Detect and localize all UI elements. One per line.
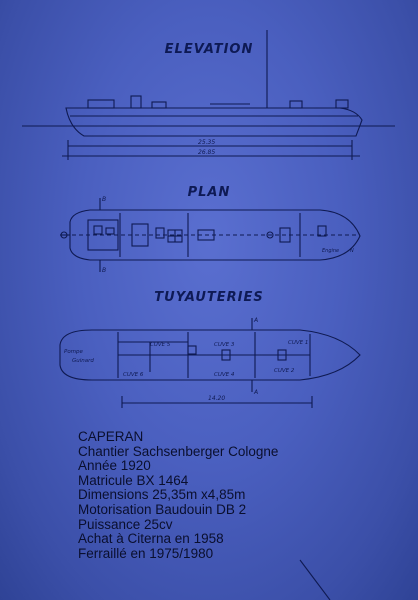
engine-part <box>105 227 115 235</box>
paper-crease <box>299 559 331 600</box>
plan-hull-outline <box>69 209 361 261</box>
tank-label-6: CUVE 6 <box>123 372 144 378</box>
section-label-a: A <box>253 317 258 324</box>
hatch-2 <box>155 227 165 239</box>
tank-label-5: CUVE 5 <box>150 342 171 348</box>
bow-hatch <box>317 225 327 237</box>
pump-label-line1: Pompe <box>64 349 84 355</box>
section-label-a-2: A <box>253 389 258 396</box>
valve <box>266 231 274 239</box>
deck-house-1 <box>130 95 142 109</box>
tank-label-2: CUVE 2 <box>274 368 295 374</box>
caption-scrapped: Ferraillé en 1975/1980 <box>78 545 214 561</box>
tuyauteries-heading: TUYAUTERIES <box>154 290 264 305</box>
pump-unit <box>197 229 215 241</box>
plan-drawing: B B Engine N <box>60 196 361 274</box>
hatch-3 <box>279 227 291 243</box>
plan-heading: PLAN <box>187 185 231 200</box>
north-label: N <box>350 248 354 254</box>
engine-label: Engine <box>322 248 339 254</box>
tuyauteries-drawing: Pompe Guinard CUVE 5 CUVE 6 CUVE 3 CUVE … <box>59 317 361 408</box>
deck-house-2 <box>151 101 167 109</box>
engine-block <box>93 225 103 235</box>
elevation-heading: ELEVATION <box>164 42 254 57</box>
pipe-valve <box>277 349 287 361</box>
hull-profile <box>65 107 363 137</box>
tank-label-3: CUVE 3 <box>214 342 235 348</box>
dim-label-outer: 26.85 <box>198 149 215 156</box>
section-label-b: B <box>102 196 106 203</box>
tank-label-4: CUVE 4 <box>214 372 235 378</box>
tank-dim-label: 14.20 <box>208 395 225 402</box>
dim-label-inner: 25.35 <box>198 139 215 146</box>
tank-label-1: CUVE 1 <box>288 340 308 346</box>
pump-label-line2: Guinard <box>72 358 94 364</box>
rudder-post <box>60 231 68 239</box>
caption-registration: Matricule BX 1464 <box>78 472 189 488</box>
pipe-valve <box>187 345 197 355</box>
tank-hull-outline <box>59 329 361 381</box>
caption-purchase: Achat à Citerna en 1958 <box>78 531 224 547</box>
caption-builder: Chantier Sachsenberger Cologne <box>78 443 279 459</box>
wheelhouse <box>87 99 115 109</box>
elevation-drawing: 25.35 26.85 <box>22 30 395 160</box>
pipe-valve <box>221 349 231 361</box>
hatch-1 <box>131 223 149 247</box>
caption-engine: Motorisation Baudouin DB 2 <box>78 501 247 517</box>
caption-power: Puissance 25cv <box>78 516 173 532</box>
section-label-b-2: B <box>102 267 106 274</box>
engine-room <box>87 219 119 251</box>
caption-name: CAPERAN <box>78 429 144 444</box>
caption-year: Année 1920 <box>78 458 151 474</box>
caption-dimensions: Dimensions 25,35m x4,85m <box>78 487 246 503</box>
vessel-caption: CAPERAN Chantier Sachsenberger Cologne A… <box>78 429 398 561</box>
bow-house <box>335 99 349 109</box>
deck-house-3 <box>289 100 303 109</box>
